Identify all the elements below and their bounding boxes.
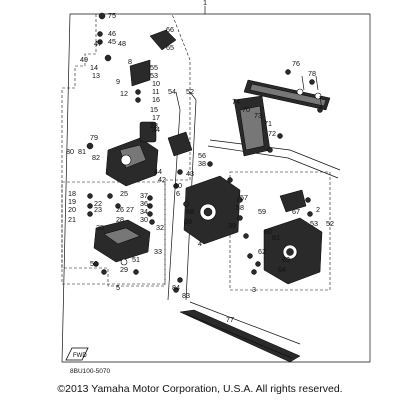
part-label-23: 23 <box>94 205 102 214</box>
part-label-8: 8 <box>128 57 132 66</box>
part-label-3: 3 <box>252 285 256 294</box>
part-label-53: 53 <box>150 71 158 80</box>
copyright-notice: ©2013 Yamaha Motor Corporation, U.S.A. A… <box>57 383 343 395</box>
part-label-63: 63 <box>282 255 290 264</box>
center-carburetor <box>183 95 271 245</box>
part-label-73: 73 <box>254 111 262 120</box>
part-label-84: 84 <box>172 283 180 292</box>
gasket-strip <box>179 301 301 363</box>
part-label-51: 51 <box>132 255 140 264</box>
drawing-code: 8BU100-5070 <box>70 368 111 375</box>
part-label-27: 27 <box>126 205 134 214</box>
part-label-24: 24 <box>152 125 160 134</box>
part-label-78: 78 <box>308 69 316 78</box>
fwd-arrow-icon: FWD <box>65 347 89 361</box>
part-label-9: 9 <box>116 77 120 86</box>
part-label-79: 79 <box>90 133 98 142</box>
fwd-label: FWD <box>73 353 87 359</box>
part-label-49: 49 <box>80 55 88 64</box>
part-label-52: 52 <box>326 219 334 228</box>
part-label-67: 67 <box>292 207 300 216</box>
part-label-18: 18 <box>68 189 76 198</box>
part-label-38: 38 <box>198 159 206 168</box>
part-label-40: 40 <box>174 181 182 190</box>
part-label-53: 53 <box>310 219 318 228</box>
part-label-43: 43 <box>186 169 194 178</box>
part-label-48: 48 <box>118 39 126 48</box>
part-label-12: 12 <box>120 89 128 98</box>
part-label-11: 11 <box>152 87 159 96</box>
part-label-69: 69 <box>184 217 192 226</box>
part-label-25: 25 <box>120 189 128 198</box>
part-label-39: 39 <box>228 221 236 230</box>
assembly-frame <box>61 6 371 363</box>
part-label-70: 70 <box>242 105 250 114</box>
part-label-65: 65 <box>166 43 174 52</box>
part-label-75: 75 <box>108 11 116 20</box>
left-carburetor <box>105 29 193 187</box>
part-label-44: 44 <box>154 167 162 176</box>
part-label-23: 23 <box>150 121 158 130</box>
part-label-20: 20 <box>68 205 76 214</box>
part-label-33: 33 <box>154 247 162 256</box>
part-label-61: 61 <box>272 233 280 242</box>
part-label-56: 56 <box>198 151 206 160</box>
part-label-16: 16 <box>152 95 160 104</box>
part-label-45: 45 <box>108 37 116 46</box>
part-label-58: 58 <box>236 203 244 212</box>
part-label-80: 80 <box>66 147 74 156</box>
part-label-21: 21 <box>68 215 76 224</box>
part-label-55: 55 <box>150 63 158 72</box>
part-label-35: 35 <box>96 223 104 232</box>
subassembly-boxes <box>61 13 331 291</box>
part-label-2: 2 <box>316 205 320 214</box>
part-label-76: 76 <box>292 59 300 68</box>
part-label-66: 66 <box>166 25 174 34</box>
part-label-1: 1 <box>203 0 207 7</box>
part-label-83: 83 <box>182 291 190 300</box>
part-label-19: 19 <box>68 197 76 206</box>
part-label-34: 34 <box>140 207 148 216</box>
part-label-28: 28 <box>116 215 124 224</box>
part-label-32: 32 <box>156 223 164 232</box>
part-label-81: 81 <box>78 147 86 156</box>
right-carburetor <box>263 189 323 285</box>
part-label-52: 52 <box>186 87 194 96</box>
part-label-50: 50 <box>90 259 98 268</box>
part-label-54: 54 <box>168 87 176 96</box>
part-label-13: 13 <box>92 71 100 80</box>
part-label-26: 26 <box>116 205 124 214</box>
part-label-57: 57 <box>240 193 248 202</box>
part-label-74: 74 <box>232 97 240 106</box>
part-label-72: 72 <box>268 129 276 138</box>
part-label-77: 77 <box>226 315 234 324</box>
part-label-36: 36 <box>140 199 148 208</box>
part-label-46: 46 <box>108 29 116 38</box>
part-label-6: 6 <box>176 189 180 198</box>
part-label-60: 60 <box>264 227 272 236</box>
part-label-15: 15 <box>150 105 158 114</box>
part-label-47: 47 <box>94 39 102 48</box>
part-label-30: 30 <box>140 215 148 224</box>
part-label-64: 64 <box>278 265 286 274</box>
part-label-5: 5 <box>116 283 120 292</box>
fasteners <box>86 12 323 293</box>
part-label-42: 42 <box>158 175 166 184</box>
part-label-37: 37 <box>140 191 148 200</box>
part-label-17: 17 <box>152 113 160 122</box>
part-label-71: 71 <box>264 119 272 128</box>
part-label-10: 10 <box>152 79 160 88</box>
part-label-29: 29 <box>120 265 128 274</box>
part-label-22: 22 <box>94 199 102 208</box>
part-label-4: 4 <box>198 239 202 248</box>
part-label-62: 62 <box>258 247 266 256</box>
part-label-59: 59 <box>258 207 266 216</box>
part-label-68: 68 <box>186 207 194 216</box>
throttle-rail <box>243 75 331 111</box>
left-float-bowl <box>93 219 151 266</box>
part-label-14: 14 <box>90 63 98 72</box>
part-label-82: 82 <box>92 153 100 162</box>
